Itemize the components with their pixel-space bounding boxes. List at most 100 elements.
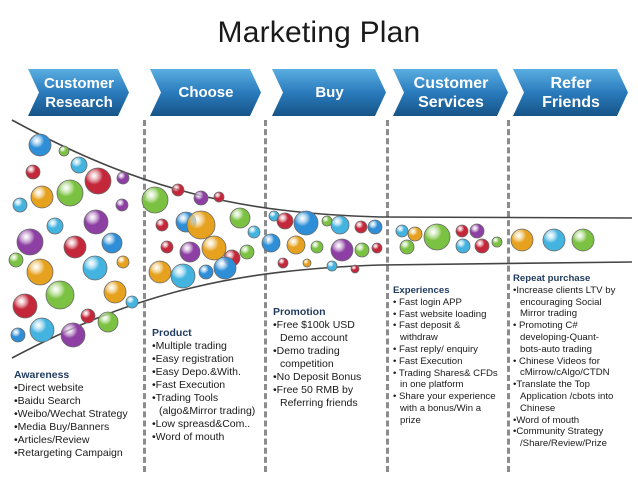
list-item: •Word of mouth: [513, 414, 580, 426]
bubble: [277, 257, 289, 269]
bubble: [571, 228, 595, 252]
list-item: •No Deposit Bonus: [273, 371, 362, 383]
list-item: • Share your experience: [393, 391, 496, 403]
bubble: [247, 225, 261, 239]
bubble: [58, 145, 70, 157]
list-item: competition: [280, 358, 334, 370]
product-list: •Multiple trading•Easy registration•Easy…: [152, 340, 264, 444]
bubble: [286, 235, 306, 255]
list-item: Demo account: [280, 332, 348, 344]
bubble: [12, 197, 28, 213]
bubble: [302, 258, 312, 268]
bubble: [125, 295, 139, 309]
stage-customer-services-line1: Customer: [413, 74, 489, 92]
bubble: [201, 235, 227, 261]
bubble: [8, 252, 24, 268]
bubble: [56, 179, 84, 207]
bubble: [229, 207, 251, 229]
bubble: [399, 239, 415, 255]
stage-divider-1: [143, 120, 146, 472]
awareness-heading: Awareness: [14, 369, 70, 381]
product-heading: Product: [152, 327, 192, 339]
funnel-bubbles: [8, 133, 595, 348]
bubble: [455, 224, 469, 238]
experiences-list: • Fast login APP• Fast website loading• …: [393, 297, 507, 427]
list-item: •Media Buy/Banners: [14, 421, 110, 433]
list-item: bots-auto trading: [520, 343, 592, 355]
list-item: •Word of mouth: [152, 431, 225, 443]
list-item: /Share/Review/Prize: [520, 438, 607, 450]
bubble: [321, 215, 333, 227]
list-item: in one platform: [400, 379, 464, 391]
list-item: prize: [400, 414, 421, 426]
bubble: [103, 280, 127, 304]
list-item: • Fast Execution: [393, 355, 463, 367]
bubble: [276, 212, 294, 230]
bubble: [213, 256, 237, 280]
stage-choose[interactable]: Choose: [156, 69, 256, 116]
bubble: [193, 190, 209, 206]
bubble: [395, 224, 409, 238]
bubble: [213, 191, 225, 203]
bubble: [148, 260, 172, 284]
bubble: [354, 242, 370, 258]
funnel-top-curve: [11, 119, 633, 219]
list-item: with a bonus/Win a: [400, 402, 482, 414]
page-title: Marketing Plan: [217, 16, 421, 49]
bubble: [63, 235, 87, 259]
bubble: [10, 327, 26, 343]
bubble: [82, 255, 108, 281]
bubble: [542, 228, 566, 252]
list-item: • Fast login APP: [393, 296, 462, 308]
bubble: [474, 238, 490, 254]
list-item: • Promoting C#: [513, 320, 578, 332]
list-item: Mirror trading: [520, 308, 578, 320]
bubble: [326, 260, 338, 272]
list-item: •Free $100k USD: [273, 319, 355, 331]
list-item: •Demo trading: [273, 345, 340, 357]
list-item: • Chinese Videos for: [513, 355, 600, 367]
stage-choose-label: Choose: [178, 84, 234, 101]
stage-divider-2: [264, 120, 267, 472]
list-item: •Translate the Top: [513, 379, 590, 391]
list-item: •Low spreasd&Com..: [152, 418, 251, 430]
stage-divider-4: [507, 120, 510, 472]
list-item: •Free 50 RMB by: [273, 384, 354, 396]
bubble: [330, 238, 354, 262]
list-item: developing-Quant-: [520, 331, 599, 343]
stage-customer-research-line1: Customer: [43, 74, 114, 92]
list-item: •Articles/Review: [14, 434, 90, 446]
bubble: [261, 233, 281, 253]
list-item: •Weibo/Wechat Strategy: [14, 408, 128, 420]
bubble: [116, 171, 130, 185]
bubble: [330, 215, 350, 235]
bubble: [16, 228, 44, 256]
bubble: [46, 217, 64, 235]
list-item: encouraging Social: [520, 296, 602, 308]
list-item: Referring friends: [280, 397, 358, 409]
bubble: [25, 164, 41, 180]
bubble: [407, 226, 423, 242]
stage-buy[interactable]: Buy: [278, 69, 381, 116]
bubble: [491, 236, 503, 248]
bubble: [97, 311, 119, 333]
bubble: [310, 240, 324, 254]
bubble: [45, 280, 75, 310]
bubble: [80, 308, 96, 324]
bubble: [12, 293, 38, 319]
stage-customer-research-line2: Research: [45, 93, 113, 111]
bubble: [455, 238, 471, 254]
bubble: [371, 242, 383, 254]
stage-buy-label: Buy: [315, 84, 344, 101]
bubble: [115, 198, 129, 212]
list-item: •Easy Depo.&With.: [152, 366, 241, 378]
bubble: [70, 156, 88, 174]
awareness-block: Awareness •Direct website•Baidu Search•W…: [14, 369, 142, 460]
